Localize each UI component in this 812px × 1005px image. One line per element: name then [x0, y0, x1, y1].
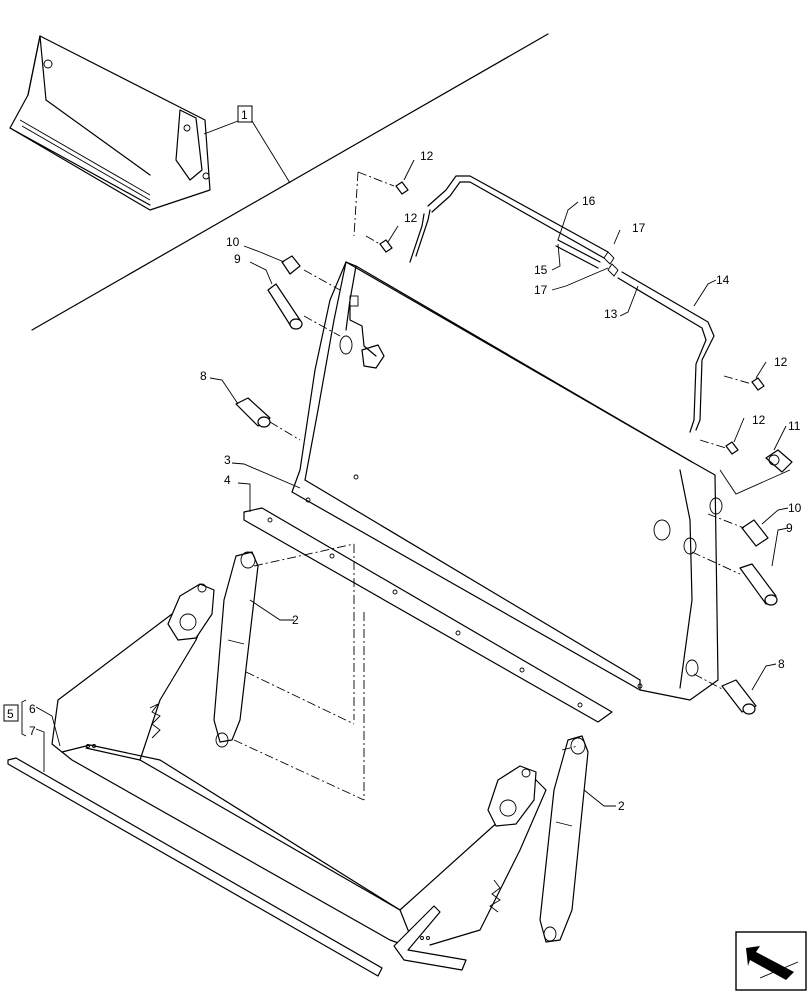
- callout-12: 12: [752, 413, 766, 427]
- callout-9: 9: [786, 521, 793, 535]
- callout-6: 6: [29, 702, 36, 716]
- callout-13: 13: [604, 307, 618, 321]
- callout-5: 5: [3, 704, 19, 722]
- hydraulic-cylinder-left: [213, 551, 259, 748]
- svg-text:5: 5: [7, 707, 14, 721]
- callout-7: 7: [29, 724, 36, 738]
- pin-8-left: [235, 397, 271, 428]
- pin-9-right: [739, 563, 778, 606]
- grease-fitting-11: [765, 449, 793, 473]
- callout-12: 12: [774, 355, 788, 369]
- fitting-12-a: [395, 181, 409, 195]
- callout-8: 8: [778, 657, 785, 671]
- callout-12: 12: [404, 211, 418, 225]
- callout-11: 11: [788, 419, 801, 433]
- callout-9: 9: [234, 252, 241, 266]
- callout-16: 16: [582, 194, 596, 208]
- fitting-12-b: [379, 239, 393, 253]
- svg-text:1: 1: [241, 108, 248, 122]
- callout-2: 2: [618, 799, 625, 813]
- bushing-10-left: [281, 255, 301, 275]
- bucket-body: [291, 261, 723, 701]
- lower-cutting-blade: [7, 757, 467, 977]
- inset-bucket-thumbnail: [9, 35, 211, 211]
- callout-17: 17: [632, 221, 646, 235]
- next-page-arrow-icon[interactable]: [735, 931, 807, 991]
- callout-12: 12: [420, 149, 434, 163]
- pin-8-right: [721, 679, 757, 715]
- callout-15: 15: [534, 263, 548, 277]
- inset-divider-line: [31, 33, 549, 331]
- callout-1: 1: [203, 105, 291, 184]
- callout-4: 4: [224, 473, 231, 487]
- callout-labels: 12 12 12 12 10 9 8 3 4 2 2 16 15 17 17 1…: [29, 149, 802, 813]
- callout-10: 10: [226, 235, 240, 249]
- callout-17: 17: [534, 283, 548, 297]
- hydraulic-hoses: [409, 175, 715, 433]
- lower-bucket-frame: [51, 583, 547, 946]
- hydraulic-cylinder-right: [539, 735, 589, 943]
- callout-3: 3: [224, 453, 231, 467]
- cutting-edge-strip: [243, 507, 613, 723]
- bushing-10-right: [741, 519, 769, 547]
- callout-2: 2: [292, 613, 299, 627]
- guide-lines: [233, 171, 753, 801]
- fitting-12-c: [751, 377, 765, 391]
- leader-lines: [21, 159, 791, 807]
- fitting-12-d: [725, 441, 739, 455]
- pin-9-left: [267, 283, 303, 330]
- callout-8: 8: [200, 369, 207, 383]
- callout-10: 10: [788, 501, 802, 515]
- callout-14: 14: [716, 273, 730, 287]
